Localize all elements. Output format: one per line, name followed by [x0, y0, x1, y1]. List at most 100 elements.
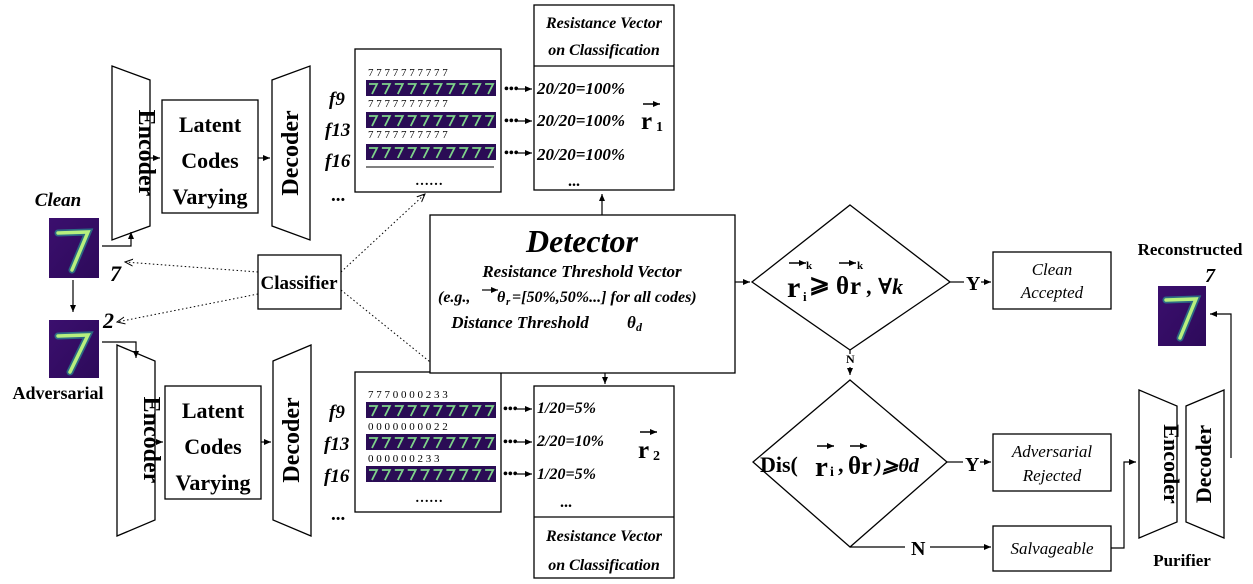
bottom-feature-f13: f13 — [324, 434, 349, 455]
top-grid-thumb — [394, 83, 405, 95]
bottom-feature-labels: f9 f13 f16 ... — [324, 402, 350, 525]
bottom-grid-thumb — [433, 469, 443, 481]
svg-text:k: k — [857, 260, 864, 272]
bottom-grid-thumb — [472, 437, 482, 449]
classifier-to-adv-dotted — [117, 293, 259, 322]
bottom-grid-thumb — [459, 405, 469, 417]
svg-text:•••: ••• — [504, 82, 519, 97]
purifier-encoder-trapezoid — [1138, 389, 1178, 539]
purifier-encoder-label: Encoder — [1159, 424, 1184, 504]
top-grid-thumb — [459, 115, 469, 127]
top-grid: 7 7 7 7 7 7 7 7 7 7 7 7 7 7 7 7 7 7 7 7 … — [366, 67, 496, 160]
purifier-decoder-label: Decoder — [1191, 425, 1216, 503]
adversarial-label: Adversarial — [13, 383, 104, 403]
svg-text:•••: ••• — [503, 435, 518, 450]
bottom-grid-thumb — [446, 469, 456, 481]
bottom-grid-thumb — [394, 437, 405, 449]
bottom-grid-thumb — [407, 469, 418, 481]
top-feature-labels: f9 f13 f16 ... — [325, 89, 351, 206]
r2-vector-symbol: r 2 — [638, 429, 660, 464]
top-resistance-box — [533, 4, 675, 191]
bottom-latent-line1: Latent — [182, 398, 245, 423]
bottom-grid-thumb-row-1 — [366, 402, 496, 418]
top-resistance-header2: on Classification — [548, 42, 660, 59]
purifier-label: Purifier — [1153, 551, 1211, 570]
arrow-adv-encoder — [102, 341, 139, 358]
bottom-resistance-value3: 1/20=5% — [537, 466, 596, 483]
bottom-feature-f16: f16 — [324, 466, 350, 487]
top-grid-thumb — [472, 147, 482, 159]
bottom-latent-line2: Codes — [184, 434, 242, 459]
adversarial-rejected-line2: Rejected — [1022, 466, 1082, 485]
svg-text:k: k — [806, 260, 813, 272]
bottom-grid-thumb — [420, 469, 431, 481]
decision2-no: N — [911, 538, 926, 560]
classifier-to-bottom-grid-dotted — [340, 289, 440, 370]
classifier-to-top-grid-dotted — [340, 194, 425, 273]
adv-digit: 2 — [102, 308, 114, 333]
detector-line2: (e.g., θ r =[50%,50%...] for all codes) — [438, 287, 697, 308]
bottom-resistance-more: ... — [560, 494, 572, 511]
top-grid-thumb — [381, 147, 392, 159]
bottom-grid-thumb — [420, 405, 431, 417]
bottom-grid-digits-row2: 0 0 0 0 0 0 0 0 2 2 — [368, 421, 448, 433]
svg-text:⩾: ⩾ — [809, 271, 830, 298]
reconstructed-digit: 7 — [1205, 265, 1216, 287]
bottom-encoder-trapezoid — [116, 344, 156, 537]
bottom-grid-thumb — [459, 469, 469, 481]
bottom-grid-thumb — [394, 469, 405, 481]
svg-text:Distance Threshold: Distance Threshold — [450, 313, 589, 332]
svg-text:d: d — [636, 320, 643, 334]
svg-text:•••: ••• — [503, 467, 518, 482]
top-encoder-label: Encoder — [133, 110, 159, 197]
top-grid-thumb-row-3 — [366, 144, 496, 160]
salvageable-box — [992, 525, 1112, 572]
svg-text:θ: θ — [848, 453, 861, 480]
top-grid-thumb — [394, 115, 405, 127]
svg-text:Dis(: Dis( — [760, 452, 798, 477]
clean-accepted-line1: Clean — [1032, 260, 1073, 279]
bottom-latent-line3: Varying — [176, 470, 251, 495]
top-grid-thumb — [433, 115, 443, 127]
bottom-grid-thumb — [472, 405, 482, 417]
bottom-grid-thumb — [369, 469, 379, 481]
top-decoder-trapezoid — [271, 65, 311, 241]
bottom-decoder-trapezoid — [272, 344, 312, 537]
top-grid-thumb-row-2 — [366, 112, 496, 128]
top-grid-thumb — [420, 115, 431, 127]
clean-label: Clean — [35, 190, 81, 211]
svg-text:=[50%,50%...] for all codes): =[50%,50%...] for all codes) — [512, 289, 697, 306]
top-grid-thumb — [369, 115, 379, 127]
top-grid-arrows: ••• ••• ••• — [504, 82, 532, 161]
adversarial-rejected-box — [992, 433, 1112, 492]
bottom-resistance-value2: 2/20=10% — [536, 433, 604, 450]
svg-text:r: r — [638, 437, 649, 464]
top-grid-thumb — [433, 83, 443, 95]
bottom-grid-thumb — [433, 437, 443, 449]
bottom-grid-thumb-row-2 — [366, 434, 496, 450]
bottom-latent-box — [164, 385, 262, 500]
arrow-clean-encoder — [102, 232, 134, 247]
bottom-grid-thumb — [446, 405, 456, 417]
bottom-grid-thumb — [394, 405, 405, 417]
svg-text:•••: ••• — [503, 402, 518, 417]
classifier-box — [257, 254, 342, 310]
top-grid-thumb — [485, 83, 495, 95]
bottom-grid-thumb — [433, 405, 443, 417]
bottom-grid-thumb — [369, 437, 379, 449]
decision1-expression: r i k ⩾ θ r k , ∀k — [787, 260, 903, 304]
top-grid-digits-row2: 7 7 7 7 7 7 7 7 7 7 — [368, 98, 448, 110]
top-grid-thumb — [407, 83, 418, 95]
bottom-grid-digits-row3: 0 0 0 0 0 0 2 3 3 — [368, 453, 440, 465]
top-grid-thumb — [369, 83, 379, 95]
top-latent-line3: Varying — [173, 184, 248, 209]
top-grid-thumb — [394, 147, 405, 159]
bottom-grid-thumb — [459, 437, 469, 449]
bottom-grid-thumb — [446, 437, 456, 449]
svg-text:r: r — [506, 296, 511, 308]
top-grid-thumb — [485, 147, 495, 159]
decision2-expression: Dis( r i , θ r )⩾θd — [760, 443, 920, 483]
reconstructed-image — [1158, 286, 1206, 346]
bottom-grid-thumb — [407, 405, 418, 417]
top-resistance-more: ... — [568, 173, 580, 190]
